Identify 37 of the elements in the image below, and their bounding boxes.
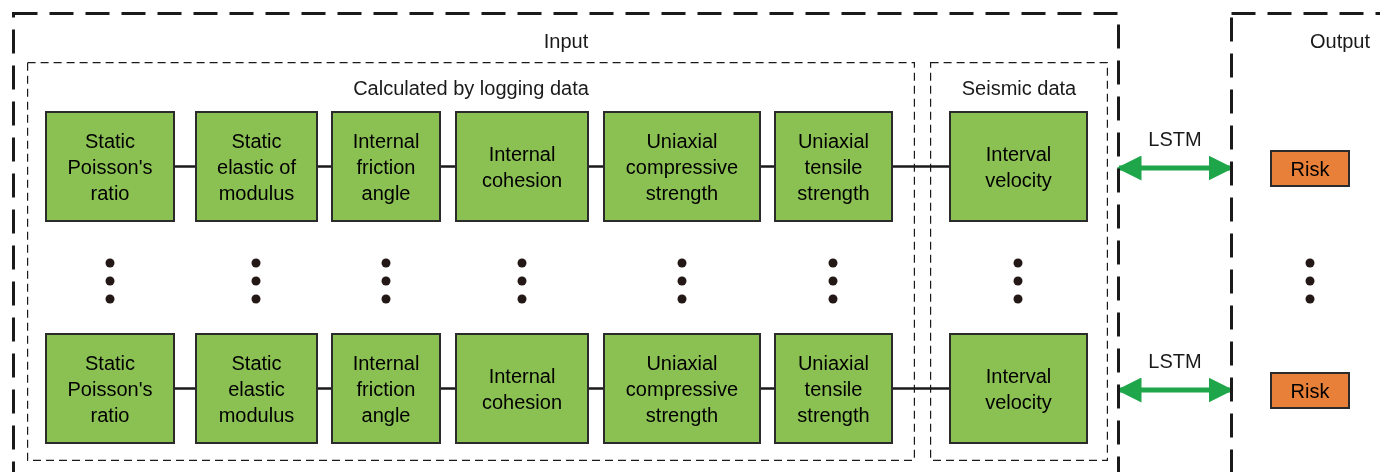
group-title: Calculated by logging data [352, 76, 590, 101]
connector-line [761, 387, 774, 390]
group-title: Seismic data [960, 76, 1078, 101]
parameter-box: Interval velocity [949, 111, 1088, 222]
connector-line [175, 165, 195, 168]
parameter-box: Internal cohesion [455, 333, 589, 444]
dashed-group-frame [27, 62, 915, 461]
parameter-box: Static Poisson's ratio [45, 111, 175, 222]
parameter-box: Static elastic of modulus [195, 111, 318, 222]
connector-line [441, 165, 455, 168]
parameter-box: Internal cohesion [455, 111, 589, 222]
connector-line [318, 165, 331, 168]
connector-line [441, 387, 455, 390]
edge-label: LSTM [1147, 350, 1203, 372]
parameter-box: Interval velocity [949, 333, 1088, 444]
parameter-box: Uniaxial compressive strength [603, 333, 761, 444]
parameter-box: Uniaxial compressive strength [603, 111, 761, 222]
parameter-box: Internal friction angle [331, 333, 441, 444]
parameter-box: Static elastic modulus [195, 333, 318, 444]
edge-label: LSTM [1147, 128, 1203, 150]
connector-line [589, 387, 603, 390]
dashed-group-frame [12, 12, 1120, 472]
connector-line [318, 387, 331, 390]
output-box: Risk [1270, 372, 1350, 409]
connector-line [761, 165, 774, 168]
group-title: Output [1308, 29, 1371, 54]
connector-line [175, 387, 195, 390]
dashed-group-frame [930, 62, 1108, 461]
connector-line [893, 387, 949, 390]
parameter-box: Internal friction angle [331, 111, 441, 222]
parameter-box: Uniaxial tensile strength [774, 111, 893, 222]
parameter-box: Static Poisson's ratio [45, 333, 175, 444]
output-box: Risk [1270, 150, 1350, 187]
connector-line [589, 165, 603, 168]
connector-line [893, 165, 949, 168]
group-title: Input [542, 29, 590, 54]
parameter-box: Uniaxial tensile strength [774, 333, 893, 444]
